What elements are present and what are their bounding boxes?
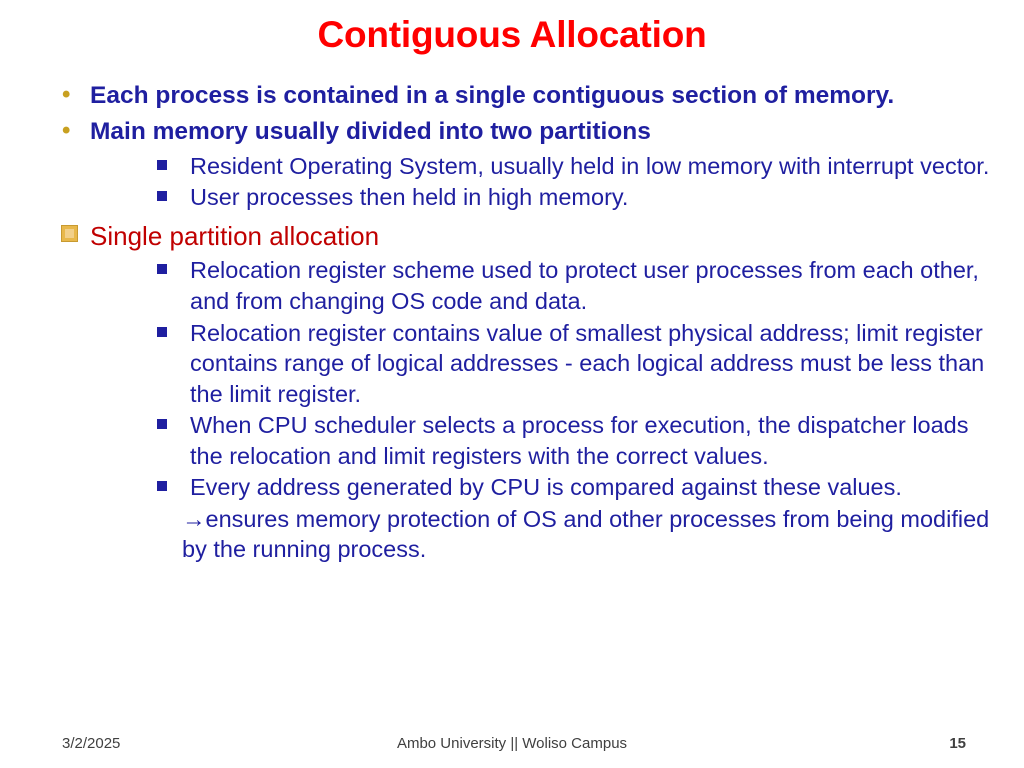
footer-organization: Ambo University || Woliso Campus bbox=[396, 735, 628, 752]
sub-bullet-text: User processes then held in high memory. bbox=[190, 184, 629, 211]
bullet-text: Each process is contained in a single co… bbox=[90, 82, 895, 109]
section-heading-text: Single partition allocation bbox=[90, 220, 380, 251]
sub-bullet-text: Every address generated by CPU is compar… bbox=[190, 474, 902, 501]
sub-bullet-item: Relocation register scheme used to prote… bbox=[52, 255, 992, 316]
square-bullet-icon bbox=[157, 159, 167, 170]
sub-bullet-item-arrow: →ensures memory protection of OS and oth… bbox=[52, 504, 992, 565]
sub-bullet-text: Relocation register contains value of sm… bbox=[190, 319, 985, 407]
sub-bullet-item: When CPU scheduler selects a process for… bbox=[52, 410, 992, 471]
sub-bullet-item: Resident Operating System, usually held … bbox=[52, 151, 992, 182]
arrow-icon: → bbox=[182, 505, 206, 532]
bullet-dot-icon: • bbox=[62, 81, 71, 108]
bullet-item: • Main memory usually divided into two p… bbox=[52, 114, 992, 149]
sub-bullet-text: Relocation register scheme used to prote… bbox=[190, 257, 979, 314]
sub-bullet-text: Resident Operating System, usually held … bbox=[190, 152, 990, 179]
footer-page-number: 15 bbox=[949, 735, 966, 752]
tile-bullet-icon bbox=[61, 224, 78, 242]
bullet-dot-icon: • bbox=[62, 117, 71, 145]
slide-body: • Each process is contained in a single … bbox=[52, 78, 992, 566]
slide-title: Contiguous Allocation bbox=[317, 14, 707, 55]
sub-bullet-text: ensures memory protection of OS and othe… bbox=[182, 505, 990, 563]
square-bullet-icon bbox=[157, 191, 167, 202]
square-bullet-icon bbox=[157, 419, 167, 430]
square-bullet-icon bbox=[157, 326, 167, 337]
sub-bullet-item: Every address generated by CPU is compar… bbox=[52, 472, 992, 503]
slide-footer: 3/2/2025 Ambo University || Woliso Campu… bbox=[0, 724, 1024, 768]
bullet-text: Main memory usually divided into two par… bbox=[90, 118, 651, 146]
square-bullet-icon bbox=[157, 481, 167, 492]
square-bullet-icon bbox=[157, 264, 167, 275]
bullet-item: • Each process is contained in a single … bbox=[52, 78, 992, 113]
sub-bullet-text: When CPU scheduler selects a process for… bbox=[190, 412, 969, 469]
footer-date: 3/2/2025 bbox=[62, 735, 121, 752]
sub-bullet-item: User processes then held in high memory. bbox=[52, 182, 992, 213]
section-heading: Single partition allocation bbox=[52, 219, 992, 254]
sub-bullet-item: Relocation register contains value of sm… bbox=[52, 318, 992, 410]
